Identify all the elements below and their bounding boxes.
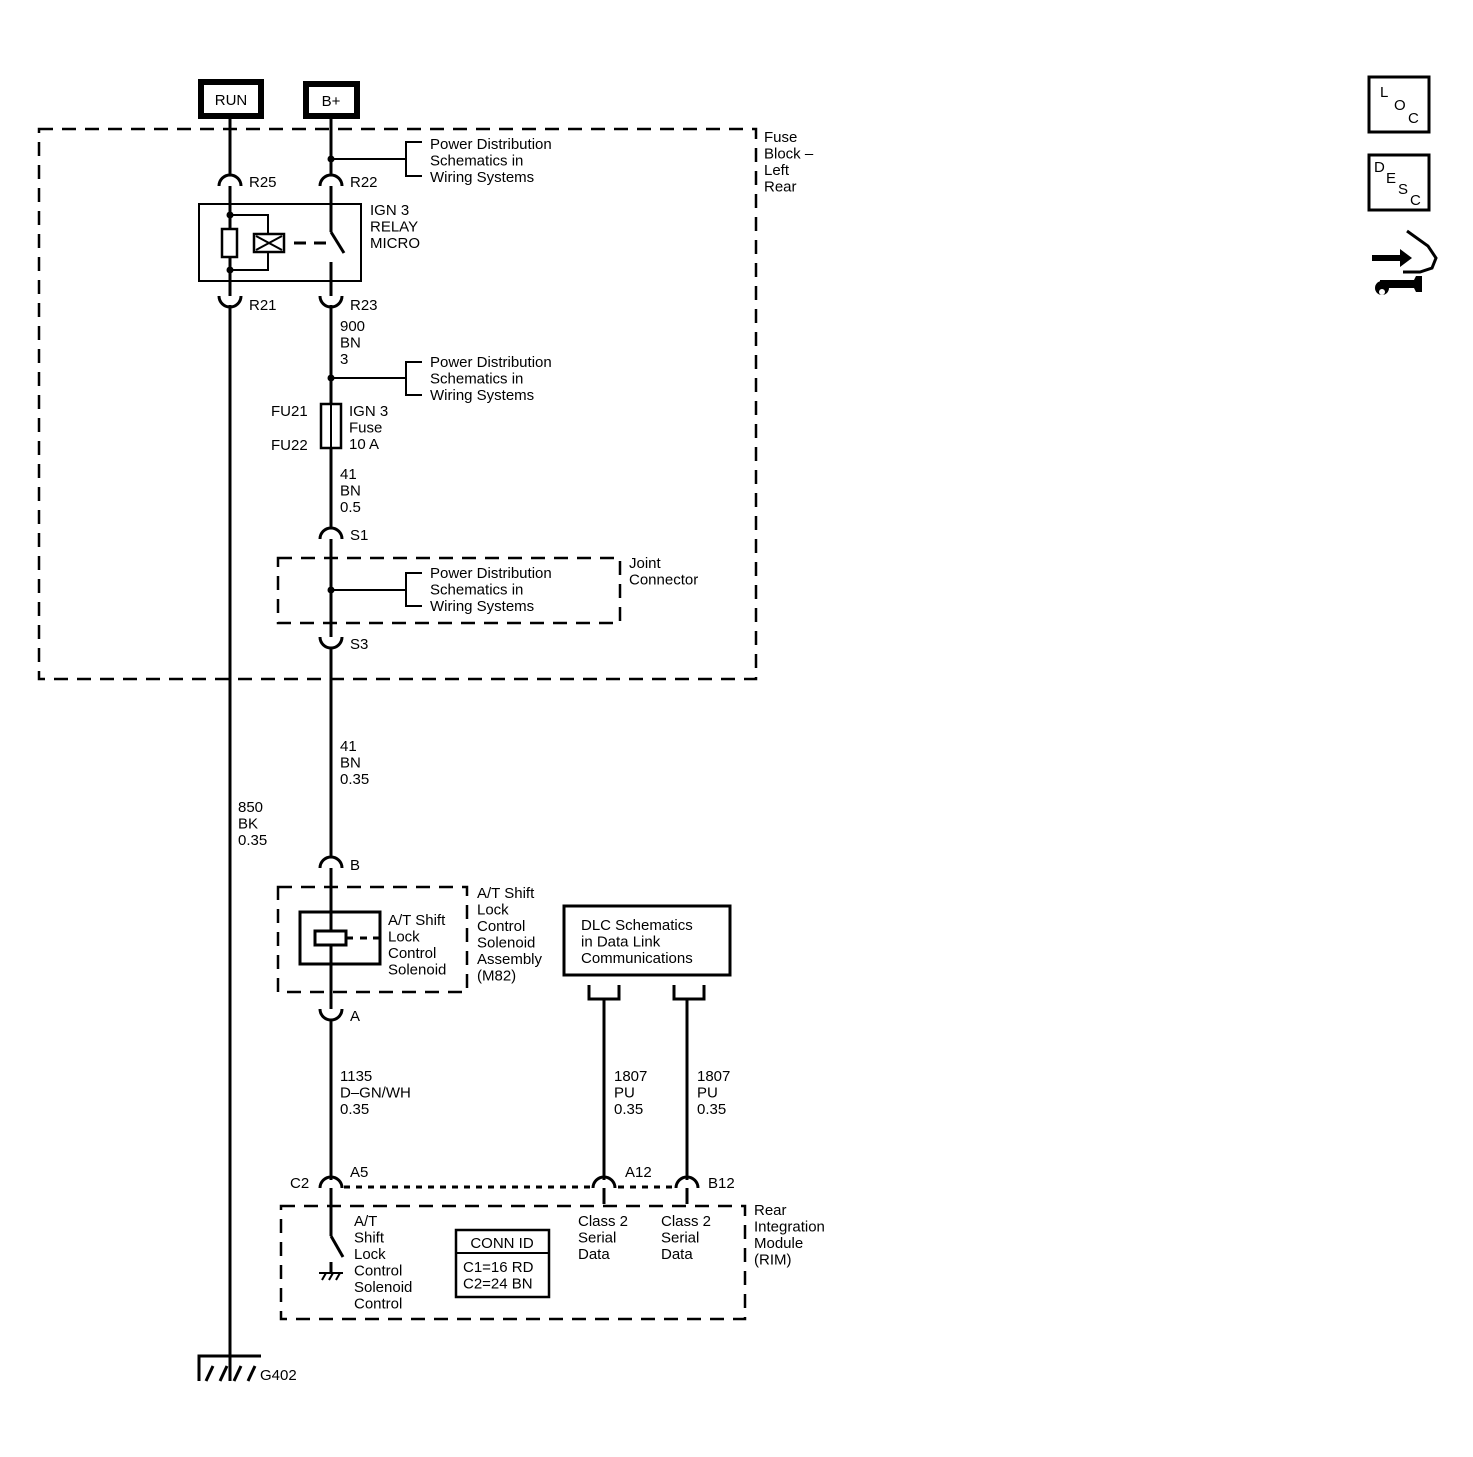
pin-b12: B12 xyxy=(674,1175,735,1204)
class2-b-label: Class 2 Serial Data xyxy=(661,1213,715,1263)
svg-text:C1=16 RD C2=24 BN: C1=16 RD C2=24 BN xyxy=(463,1259,538,1293)
joint-connector-label: Joint Connector xyxy=(629,555,698,589)
svg-text:CONN ID: CONN ID xyxy=(470,1235,534,1252)
pin-r23: R23 xyxy=(318,283,378,314)
svg-text:R23: R23 xyxy=(350,297,378,314)
run-source: RUN xyxy=(198,79,264,119)
pin-r21: R21 xyxy=(217,283,277,314)
svg-text:IGN 3 Fuse 10 A: IGN 3 Fuse 10 A xyxy=(349,403,392,453)
rim-title: Rear Integration Module (RIM) xyxy=(754,1202,829,1269)
loc-icon[interactable]: L O C xyxy=(1367,75,1431,134)
pin-a12: A12 xyxy=(591,1164,652,1204)
wire-1807b-label: 1807 PU 0.35 xyxy=(697,1068,735,1118)
wire-850-label: 850 BK 0.35 xyxy=(238,799,267,849)
svg-text:C: C xyxy=(1408,110,1419,127)
svg-text:C: C xyxy=(1410,192,1421,209)
ign3-relay: IGN 3 RELAY MICRO xyxy=(198,202,422,282)
run-label: RUN xyxy=(215,92,248,109)
pin-r25: R25 xyxy=(217,173,277,200)
svg-text:A12: A12 xyxy=(625,1164,652,1181)
svg-text:DLC Schematics in Data L: DLC Schematics in Data Link Communicatio… xyxy=(581,917,697,967)
svg-text:D: D xyxy=(1374,159,1385,176)
svg-text:A5: A5 xyxy=(350,1164,368,1181)
svg-text:B12: B12 xyxy=(708,1175,735,1192)
rear-integration-module: Rear Integration Module (RIM) A/T Shift … xyxy=(279,1202,829,1321)
ign3-fuse: FU21 FU22 IGN 3 Fuse 10 A xyxy=(271,402,392,454)
pin-s1: S1 xyxy=(318,526,368,553)
pin-r22: R22 xyxy=(318,173,378,200)
pin-s3: S3 xyxy=(318,624,368,653)
joint-connector-boundary xyxy=(276,556,622,625)
fuse-block-boundary xyxy=(37,127,758,681)
pin-a: A xyxy=(318,993,360,1025)
svg-text:Power Distribution Schem: Power Distribution Schematics in Wiring … xyxy=(430,565,556,615)
dlc-reference: DLC Schematics in Data Link Communicatio… xyxy=(562,904,732,1180)
bplus-source: B+ xyxy=(303,81,360,119)
svg-text:C2: C2 xyxy=(290,1175,309,1192)
wire-41a-label: 41 BN 0.5 xyxy=(340,466,365,516)
solenoid-control-label: A/T Shift Lock Control Solenoid Control xyxy=(354,1213,417,1313)
bplus-label: B+ xyxy=(322,93,341,110)
solenoid-assembly-label: A/T Shift Lock Control Solenoid Assembly… xyxy=(477,885,546,985)
svg-text:FU22: FU22 xyxy=(271,437,308,454)
svg-text:S: S xyxy=(1398,181,1408,198)
wire-1135-label: 1135 D–GN/WH 0.35 xyxy=(340,1068,415,1118)
svg-text:R22: R22 xyxy=(350,174,378,191)
svg-text:A: A xyxy=(350,1008,360,1025)
fuse-block-title: Fuse Block – Left Rear xyxy=(764,129,817,196)
wire-1807a-label: 1807 PU 0.35 xyxy=(614,1068,652,1118)
pin-a5: C2 A5 xyxy=(290,1164,368,1204)
wrench-icon[interactable] xyxy=(1372,229,1438,295)
pin-b: B xyxy=(318,855,360,886)
conn-id-table: CONN ID C1=16 RD C2=24 BN xyxy=(454,1228,551,1299)
svg-text:R21: R21 xyxy=(249,297,277,314)
svg-text:L: L xyxy=(1380,84,1388,101)
class2-a-label: Class 2 Serial Data xyxy=(578,1213,632,1263)
relay-label: IGN 3 RELAY MICRO xyxy=(370,202,422,252)
svg-text:FU21: FU21 xyxy=(271,403,308,420)
power-ref-2: Power Distribution Schematics in Wiring … xyxy=(331,354,556,404)
svg-text:B: B xyxy=(350,857,360,874)
desc-icon[interactable]: D E S C xyxy=(1367,153,1431,212)
svg-text:E: E xyxy=(1386,170,1396,187)
solenoid-assembly: A/T Shift Lock Control Solenoid A/T Shif… xyxy=(276,885,546,994)
wire-900-label: 900 BN 3 xyxy=(340,318,369,368)
ground-label: G402 xyxy=(260,1367,297,1384)
svg-text:S1: S1 xyxy=(350,527,368,544)
power-ref-3: Power Distribution Schematics in Wiring … xyxy=(331,565,556,615)
svg-text:S3: S3 xyxy=(350,636,368,653)
svg-text:Power Distribution Schem: Power Distribution Schematics in Wiring … xyxy=(430,136,556,186)
wire-41b-label: 41 BN 0.35 xyxy=(340,738,369,788)
power-ref-1: Power Distribution Schematics in Wiring … xyxy=(331,136,556,186)
svg-text:R25: R25 xyxy=(249,174,277,191)
ground-g402: G402 xyxy=(197,1354,297,1384)
solenoid-label: A/T Shift Lock Control Solenoid xyxy=(388,912,449,979)
svg-text:Power Distribution Schem: Power Distribution Schematics in Wiring … xyxy=(430,354,556,404)
svg-text:O: O xyxy=(1394,97,1406,114)
